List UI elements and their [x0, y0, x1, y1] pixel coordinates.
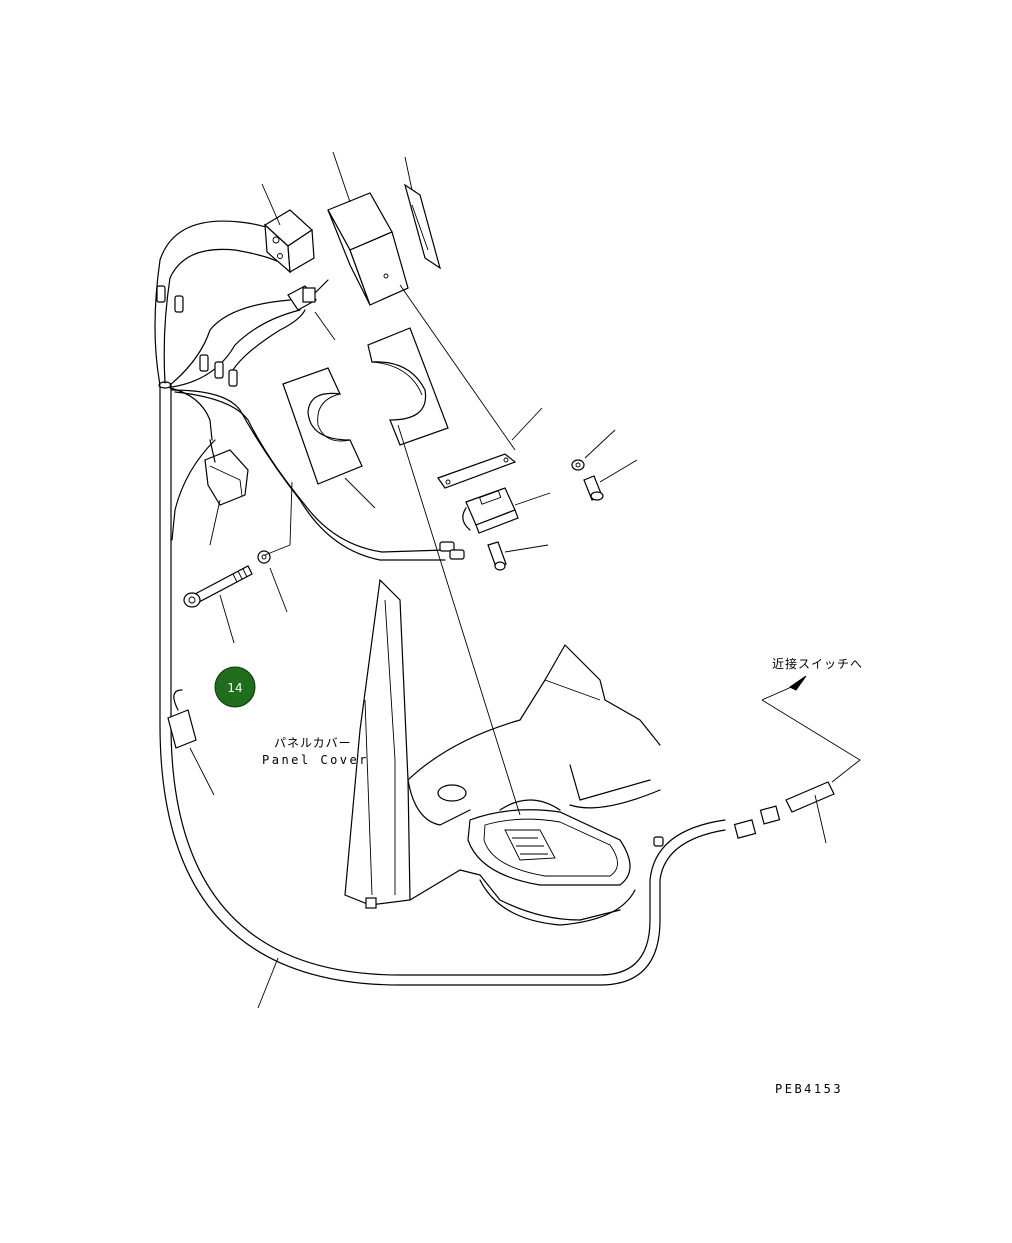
long-bolt — [183, 565, 253, 608]
leader-lines — [189, 151, 861, 1009]
bracket-right — [367, 327, 449, 446]
callout-circle[interactable] — [214, 666, 256, 708]
washer-left — [257, 550, 271, 564]
wire-connectors — [156, 285, 465, 560]
panel-cover-en-label: Panel Cover — [262, 753, 369, 767]
callout-number: 14 — [227, 681, 242, 695]
proximity-switch-label: 近接スイッチへ — [772, 656, 863, 671]
floor-assembly — [407, 644, 661, 921]
harness-clamp — [167, 689, 197, 749]
proximity-connectors — [653, 781, 835, 847]
panel-cover — [344, 578, 411, 909]
upper-wire-loops — [154, 220, 446, 561]
harness-switch — [204, 439, 249, 506]
bracket-left — [282, 367, 363, 485]
drawing-number: PEB4153 — [775, 1082, 843, 1096]
mounting-plate — [437, 453, 517, 489]
toggle-switch — [287, 279, 329, 311]
bolt-right — [583, 475, 604, 501]
callout-14[interactable]: 14 — [214, 666, 256, 708]
bolt-lower — [487, 541, 507, 571]
relay-box — [264, 209, 315, 274]
pedal — [467, 799, 636, 926]
flasher-unit — [462, 487, 519, 534]
panel-cover-jp-label: パネルカバー — [274, 736, 352, 750]
gasket-plate — [403, 183, 442, 270]
washer-right — [571, 459, 585, 471]
controller-box — [327, 192, 409, 306]
